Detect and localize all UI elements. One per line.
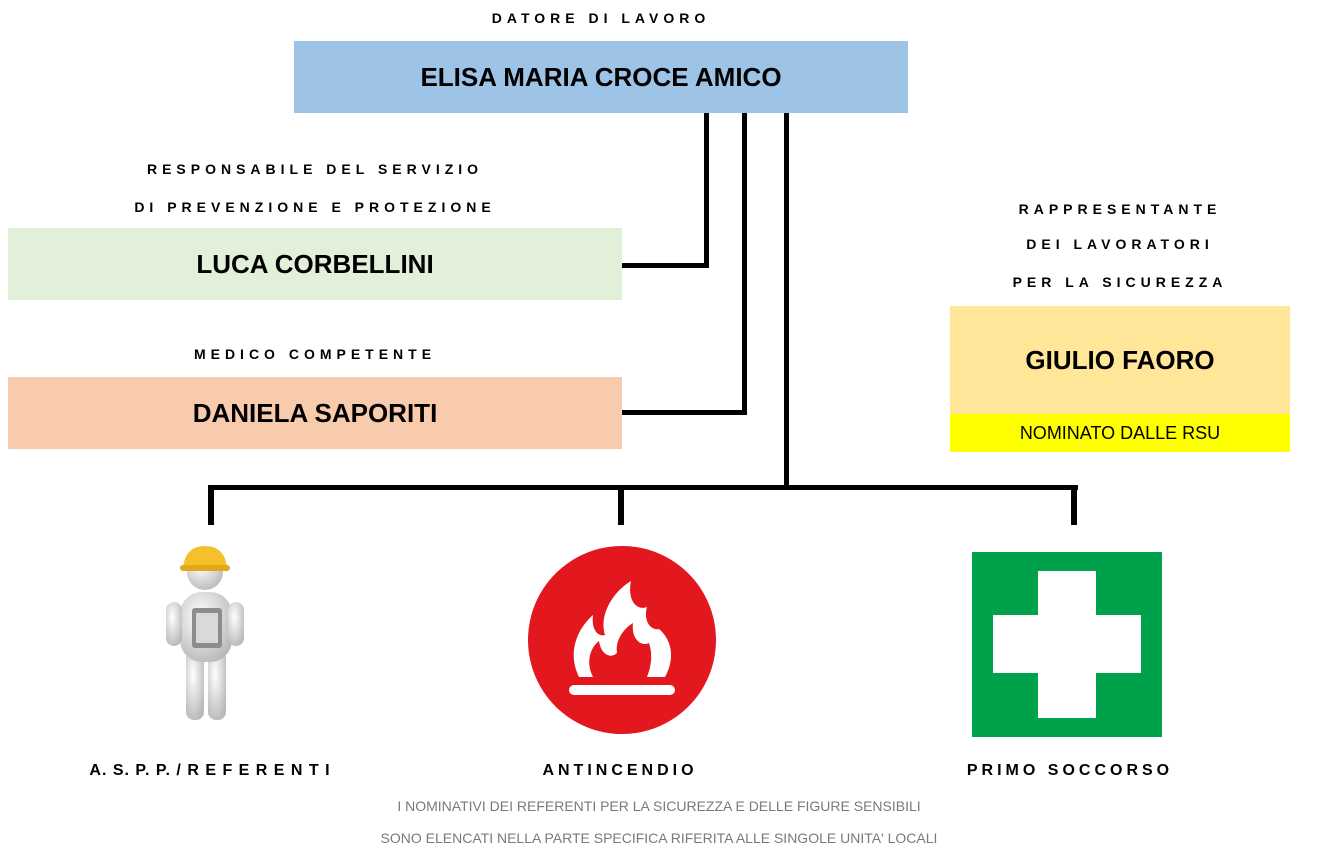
branch-label-primo-soccorso: PRIMO SOCCORSO [966, 762, 1174, 779]
rls-caption-line2: DEI LAVORATORI [1026, 236, 1214, 252]
rls-note: NOMINATO DALLE RSU [950, 414, 1290, 452]
rspp-caption-line1: RESPONSABILE DEL SERVIZIO [146, 161, 484, 177]
rspp-caption-line2: DI PREVENZIONE E PROTEZIONE [134, 199, 496, 215]
employer-box: ELISA MARIA CROCE AMICO [294, 41, 908, 113]
rls-caption-line1: RAPPRESENTANTE [1018, 201, 1222, 217]
first-aid-cross-icon [972, 552, 1162, 737]
fire-icon [527, 545, 717, 735]
worker-helmet-icon [150, 540, 270, 730]
employer-caption: DATORE DI LAVORO [491, 10, 711, 26]
rls-caption-line3: PER LA SICUREZZA [1012, 274, 1228, 290]
footer-note-line2: SONO ELENCATI NELLA PARTE SPECIFICA RIFE… [380, 830, 938, 846]
rspp-box: LUCA CORBELLINI [8, 228, 622, 300]
doctor-caption: MEDICO COMPETENTE [193, 346, 437, 362]
footer-note-line1: I NOMINATIVI DEI REFERENTI PER LA SICURE… [397, 798, 921, 814]
branch-label-antincendio: ANTINCENDIO [542, 762, 698, 779]
doctor-box: DANIELA SAPORITI [8, 377, 622, 449]
rls-box: GIULIO FAORO [950, 306, 1290, 414]
branch-label-aspp: A. S. P. P. / R E F E R E N T I [89, 762, 331, 779]
